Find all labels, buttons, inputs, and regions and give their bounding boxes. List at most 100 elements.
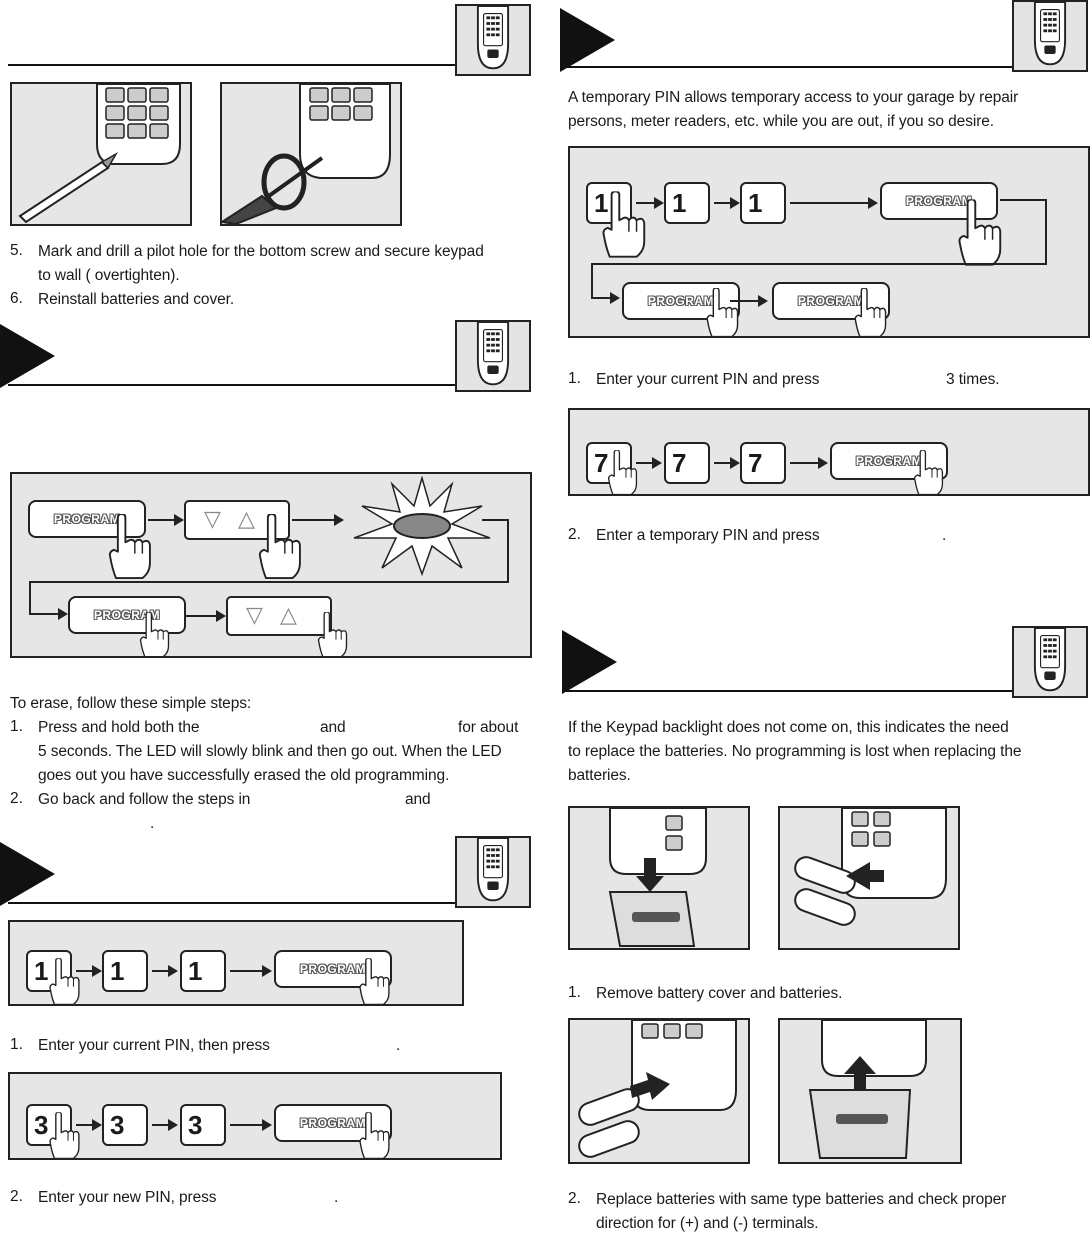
temp-pin-step-2-end: . (942, 527, 947, 544)
erase-intro: To erase, follow these simple steps: (10, 695, 252, 712)
temp-pin-step-1-b: 3 times. (946, 371, 1000, 388)
hand-icon (908, 450, 952, 496)
change-pin-step-1-end: . (396, 1037, 401, 1054)
flow-arrow (790, 457, 828, 469)
digit-key: 7 (740, 442, 786, 484)
digit-key: 3 (180, 1104, 226, 1146)
step-number: 1. (10, 1036, 23, 1053)
flow-arrow (636, 457, 662, 469)
change-pin-step-1: Enter your current PIN, then press (38, 1037, 270, 1054)
change-pin-diagram-2: 3 3 3 PROGRAM (8, 1072, 502, 1160)
install-step-6: Reinstall batteries and cover. (38, 291, 235, 308)
program-key: PROGRAM (830, 442, 948, 480)
screwdriver-illustration (219, 82, 402, 226)
keypad-thumbnail-icon (455, 4, 531, 76)
flow-arrow (76, 1119, 102, 1131)
change-pin-step-2: Enter your new PIN, press (38, 1189, 217, 1206)
install-step-5-line2: to wall ( overtighten). (38, 267, 180, 284)
battery-intro-line3: batteries. (568, 767, 631, 784)
flow-arrow (152, 1119, 178, 1131)
temp-pin-step-1-a: Enter your current PIN and press (596, 371, 820, 388)
change-pin-step-2-end: . (334, 1189, 339, 1206)
program-key: PROGRAM (274, 1104, 392, 1142)
section-rule (566, 66, 1012, 68)
up-down-key: ▽△ (226, 596, 332, 636)
pencil-mark-illustration (10, 82, 192, 226)
digit-key: 1 (102, 950, 148, 992)
hand-icon (848, 288, 896, 338)
digit-key: 1 (664, 182, 710, 224)
flow-arrow (790, 197, 878, 209)
digit-key: 1 (740, 182, 786, 224)
section-marker-icon (562, 630, 617, 694)
flow-arrow (636, 197, 664, 209)
install-step-5-line1: Mark and drill a pilot hole for the bott… (38, 243, 484, 260)
section-rule (8, 64, 455, 66)
flow-connector (591, 199, 1047, 304)
flow-arrow (76, 965, 102, 977)
flow-arrow (230, 1119, 272, 1131)
step-number: 1. (568, 370, 581, 387)
erase-step-2-a: Go back and follow the steps in (38, 791, 251, 808)
battery-step-1: Remove battery cover and batteries. (596, 985, 843, 1002)
program-key: PROGRAM (68, 596, 186, 634)
keypad-thumbnail-icon (1012, 626, 1088, 698)
led-flash-icon (353, 476, 491, 576)
erase-step-1-line2: 5 seconds. The LED will slowly blink and… (38, 743, 502, 760)
flow-arrow (186, 610, 226, 622)
step-number: 1. (568, 984, 581, 1001)
flow-arrow (714, 197, 740, 209)
flow-arrow (230, 965, 272, 977)
up-down-key: ▽△ (184, 500, 290, 540)
keypad-thumbnail-icon (455, 836, 531, 908)
step-number: 6. (10, 290, 23, 307)
keypad-thumbnail-icon (455, 320, 531, 392)
battery-step-2-line1: Replace batteries with same type batteri… (596, 1191, 1007, 1208)
step-number: 2. (10, 1188, 23, 1205)
program-key: PROGRAM (880, 182, 998, 220)
erase-diagram: PROGRAM ▽△ PROGRAM ▽△ (10, 472, 532, 658)
section-marker-icon (560, 8, 615, 72)
step-number: 2. (10, 790, 23, 807)
section-rule (8, 902, 455, 904)
erase-step-1-line3: goes out you have successfully erased th… (38, 767, 450, 784)
temp-pin-diagram-1: 1 1 1 PROGRAM PROGRAM PROGRAM (568, 146, 1090, 338)
battery-step-2-line2: direction for (+) and (-) terminals. (596, 1215, 819, 1232)
hand-icon (354, 1112, 398, 1160)
battery-cover-replace-illustration (778, 1018, 962, 1164)
section-rule (8, 384, 455, 386)
hand-icon (354, 958, 398, 1006)
flow-arrow (148, 514, 184, 526)
section-marker-icon (0, 324, 55, 388)
hand-icon (310, 612, 358, 658)
erase-step-1-b: for about (458, 719, 519, 736)
flow-arrow (730, 295, 768, 307)
hand-icon (602, 450, 646, 496)
step-number: 2. (568, 526, 581, 543)
flow-connector (29, 519, 509, 620)
section-rule (566, 690, 1012, 692)
erase-step-2-end: . (150, 815, 155, 832)
change-pin-diagram-1: 1 1 1 PROGRAM (8, 920, 464, 1006)
flow-arrow (152, 965, 178, 977)
erase-step-2-and: and (405, 791, 431, 808)
step-number: 2. (568, 1190, 581, 1207)
hand-icon (44, 958, 88, 1006)
digit-key: 3 (26, 1104, 72, 1146)
keypad-thumbnail-icon (1012, 0, 1088, 72)
battery-intro-line1: If the Keypad backlight does not come on… (568, 719, 1009, 736)
erase-step-1-a: Press and hold both the (38, 719, 200, 736)
battery-intro-line2: to replace the batteries. No programming… (568, 743, 1022, 760)
temp-pin-intro-line1: A temporary PIN allows temporary access … (568, 89, 1019, 106)
hand-icon (132, 612, 180, 658)
battery-insert-illustration (568, 1018, 750, 1164)
step-number: 1. (10, 718, 23, 735)
digit-key: 1 (180, 950, 226, 992)
temp-pin-diagram-2: 7 7 7 PROGRAM (568, 408, 1090, 496)
digit-key: 3 (102, 1104, 148, 1146)
temp-pin-step-2-a: Enter a temporary PIN and press (596, 527, 820, 544)
digit-key: 7 (664, 442, 710, 484)
battery-cover-removal-illustration (568, 806, 750, 950)
temp-pin-intro-line2: persons, meter readers, etc. while you a… (568, 113, 994, 130)
hand-icon (44, 1112, 88, 1160)
